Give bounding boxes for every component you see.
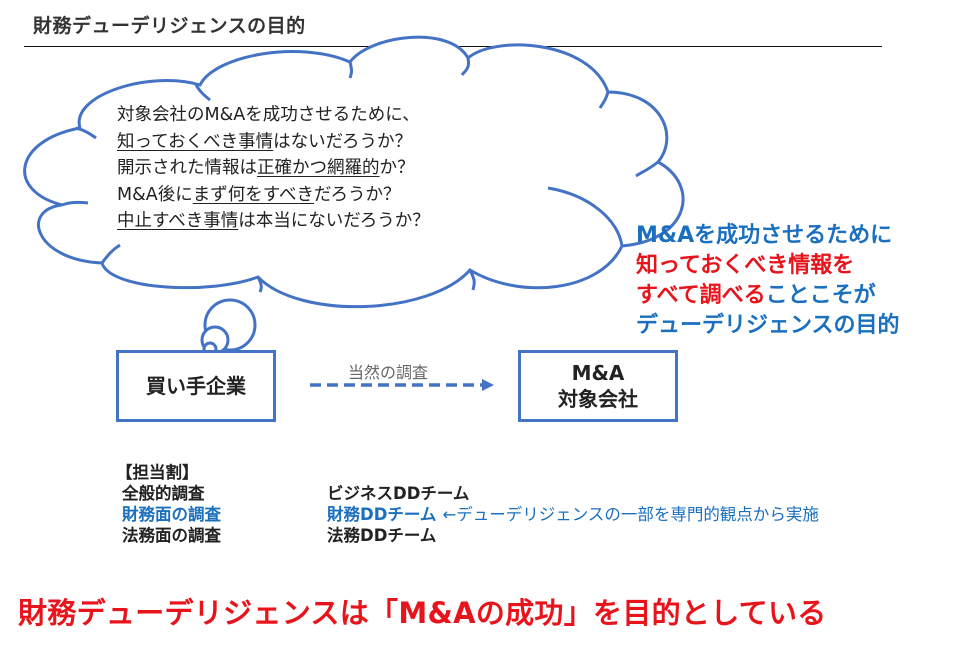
text-segment: か？ <box>379 158 415 178</box>
cloud-question-line: 中止すべき事情は本当にないだろうか？ <box>117 208 430 235</box>
role-note: ←デューデリジェンスの一部を専門的観点から実施 <box>442 505 819 524</box>
thought-cloud-text: 対象会社のM&Aを成功させるために、知っておくべき事情はないだろうか？開示された… <box>117 102 430 235</box>
dashed-arrow <box>310 379 494 391</box>
cloud-outline <box>23 35 685 309</box>
role-assignment: 【担当割】 全般的調査 ビジネスDDチーム財務面の調査 財務DDチーム ←デューデリジ… <box>116 462 819 546</box>
role-team: 法務DDチーム <box>327 526 437 545</box>
callout-line: デューデリジェンスの目的 <box>636 311 900 341</box>
cloud-question-line: 開示された情報は正確かつ網羅的か？ <box>117 155 430 182</box>
buyer-company-label: 買い手企業 <box>146 374 246 398</box>
text-segment: 対象会社のM&Aを成功させるために、 <box>117 105 420 125</box>
buyer-company-box: 買い手企業 <box>116 350 276 422</box>
role-row: 法務面の調査 法務DDチーム <box>122 525 819 546</box>
callout-line: すべて調べることこそが <box>636 281 900 311</box>
underlined-phrase: まず何をすべき <box>192 184 314 205</box>
role-team: ビジネスDDチーム <box>327 484 470 503</box>
underlined-phrase: 正確かつ網羅的 <box>257 158 380 178</box>
callout-segment: デューデリジェンスの目的 <box>636 313 900 338</box>
role-team: 財務DDチーム <box>327 505 437 524</box>
text-segment: はないだろうか？ <box>273 131 413 152</box>
arrow-label: 当然の調査 <box>348 363 429 382</box>
role-area: 全般的調査 <box>122 484 205 503</box>
role-area: 法務面の調査 <box>122 526 221 545</box>
callout-line: 知っておくべき情報を <box>636 251 900 281</box>
role-row: 財務面の調査 財務DDチーム ←デューデリジェンスの一部を専門的観点から実施 <box>122 504 819 525</box>
role-rows: 全般的調査 ビジネスDDチーム財務面の調査 財務DDチーム ←デューデリジェンスの一部… <box>122 483 819 546</box>
conclusion-statement: 財務デューデリジェンスは「M&Aの成功」を目的としている <box>18 596 827 630</box>
target-company-box: M&A 対象会社 <box>518 350 678 422</box>
callout-segment: ことこそが <box>765 283 876 308</box>
purpose-callout: M&Aを成功させるために知っておくべき情報をすべて調べることこそがデューデリジェ… <box>636 221 900 341</box>
role-row: 全般的調査 ビジネスDDチーム <box>122 483 819 504</box>
page-title: 財務デューデリジェンスの目的 <box>33 15 306 37</box>
target-company-label-line2: 対象会社 <box>558 387 638 411</box>
text-segment: 開示された情報は <box>117 158 257 178</box>
callout-line: M&Aを成功させるために <box>636 221 900 251</box>
cloud-question-line: 対象会社のM&Aを成功させるために、 <box>117 102 430 129</box>
text-segment: は本当にないだろうか？ <box>238 211 430 231</box>
cloud-question-line: M&A後にまず何をすべきだろうか？ <box>117 182 430 209</box>
role-assignment-heading: 【担当割】 <box>116 463 199 482</box>
callout-segment: M&Aを成功させるために <box>636 223 893 248</box>
role-area: 財務面の調査 <box>122 505 221 524</box>
arrow-head-icon <box>482 379 494 391</box>
text-segment: だろうか？ <box>314 184 401 205</box>
text-segment: M&A後に <box>117 184 193 205</box>
underlined-phrase: 中止すべき事情 <box>117 211 239 231</box>
callout-segment: すべて調べる <box>636 283 766 308</box>
underlined-phrase: 知っておくべき事情 <box>117 131 274 152</box>
target-company-label-line1: M&A <box>571 361 625 385</box>
callout-segment: 知っておくべき情報を <box>636 253 855 278</box>
cloud-question-line: 知っておくべき事情はないだろうか？ <box>117 129 430 156</box>
